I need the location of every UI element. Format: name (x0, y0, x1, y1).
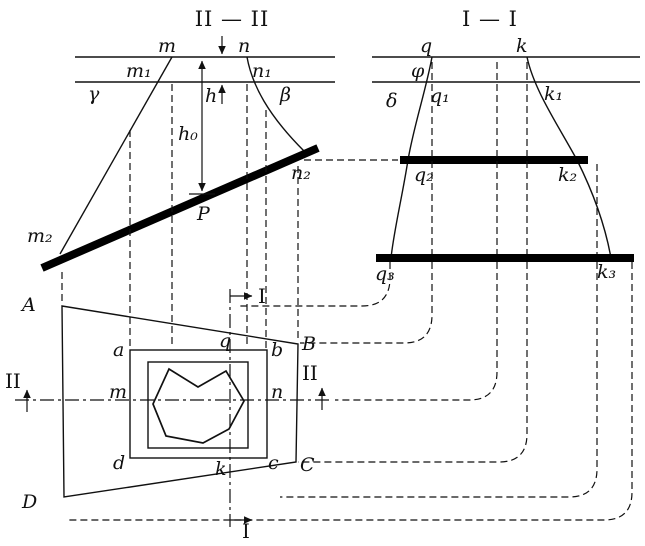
label-h0: h₀ (178, 123, 198, 145)
ore-seam (40, 144, 320, 272)
label-q3: q₃ (375, 263, 395, 285)
label-corner-A: A (20, 294, 36, 316)
section-i-mark-bottom: I (242, 519, 250, 543)
label-plan-n: n (271, 381, 283, 403)
section-i-view: q k φ δ q₁ k₁ q₂ k₂ q₃ k₃ (304, 35, 640, 285)
label-delta: δ (386, 90, 397, 112)
section-ii-mark-left: II (5, 369, 21, 393)
label-p: P (196, 203, 211, 225)
label-b: b (271, 339, 283, 361)
label-beta: β (279, 84, 291, 106)
transfer-arc-k3 (66, 262, 633, 521)
label-k2: k₂ (558, 164, 577, 186)
label-q2: q₂ (414, 164, 434, 186)
label-plan-q: q (219, 330, 231, 352)
section-ii-mark-right: II (302, 361, 318, 385)
transfer-arc-center (335, 262, 498, 401)
section-ii-title: II — II (195, 7, 270, 31)
ore-body-outline (152, 367, 245, 444)
label-corner-B: B (301, 333, 316, 355)
label-plan-k: k (215, 458, 227, 480)
label-n: n (238, 35, 250, 57)
label-gamma: γ (88, 83, 100, 105)
shift-line-m-m2 (59, 56, 173, 255)
label-phi: φ (411, 60, 425, 82)
section-ii-view: m n m₁ n₁ γ β h h₀ n₂ m₂ P (27, 35, 335, 272)
label-n1: n₁ (252, 60, 272, 82)
transfer-arc-q (300, 262, 433, 344)
label-c: c (268, 452, 279, 474)
label-n2: n₂ (291, 162, 311, 184)
label-q1: q₁ (430, 85, 450, 107)
label-m: m (158, 35, 176, 57)
section-i-mark-top: I (258, 284, 266, 308)
plan-view: A B C D a b d c q k m n I I II II (5, 84, 332, 543)
surface-break-outline (61, 305, 299, 498)
projection-transfer-arcs (66, 262, 633, 521)
label-corner-D: D (21, 491, 37, 513)
label-k: k (516, 35, 528, 57)
label-a: a (113, 339, 124, 361)
label-q: q (420, 35, 432, 57)
transfer-arc-k (298, 262, 528, 463)
protection-rect-outer (129, 349, 268, 459)
label-m1: m₁ (126, 60, 152, 82)
label-k1: k₁ (544, 83, 563, 105)
label-k3: k₃ (597, 261, 616, 283)
protection-rect-inner (147, 361, 249, 449)
label-d: d (113, 452, 125, 474)
label-m2: m₂ (27, 225, 53, 247)
label-h: h (205, 85, 217, 107)
label-corner-C: C (300, 454, 315, 476)
transfer-arc-q3 (240, 262, 391, 307)
section-i-title: I — I (462, 7, 518, 31)
shift-curve-n-n2 (246, 56, 305, 152)
label-plan-m: m (109, 381, 127, 403)
